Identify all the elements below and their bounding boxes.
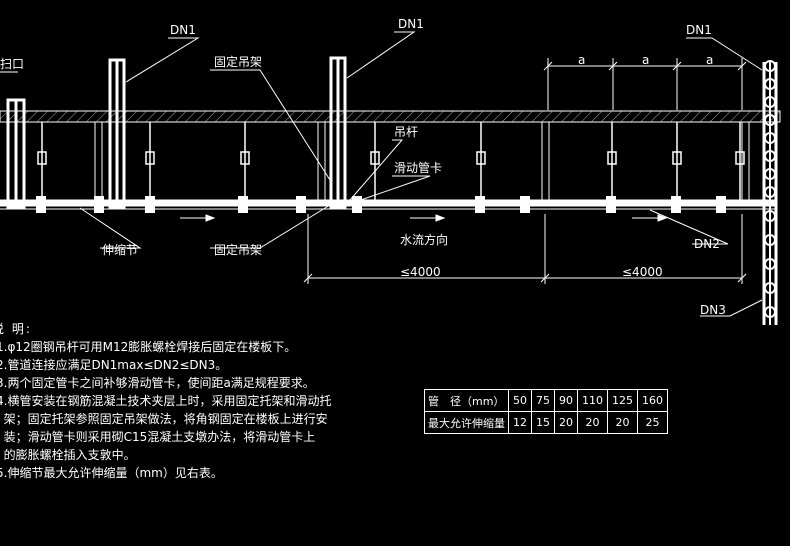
label-dn3: DN3 bbox=[700, 303, 726, 317]
table-cell: 125 bbox=[607, 389, 638, 412]
pipe-coupling bbox=[475, 196, 485, 213]
hanger-rod bbox=[672, 122, 682, 200]
flow-arrows bbox=[180, 214, 668, 222]
pipe-coupling bbox=[296, 196, 306, 213]
horizontal-pipe bbox=[0, 199, 775, 210]
label-expansion-joint: 伸缩节 bbox=[102, 242, 138, 257]
pipe-coupling bbox=[716, 196, 726, 213]
leader-lines bbox=[0, 31, 763, 317]
hanger-rod bbox=[607, 122, 617, 200]
label-flow-direction: 水流方向 bbox=[400, 232, 448, 247]
note-line: 2.管道连接应满足DN1max≤DN2≤DN3。 bbox=[0, 358, 228, 372]
cleanout-riser bbox=[6, 98, 26, 210]
dimension-lines bbox=[303, 58, 747, 284]
riser-dn1-left bbox=[108, 58, 126, 210]
label-dim-right: ≤4000 bbox=[622, 265, 663, 279]
hanger-rod bbox=[240, 122, 250, 200]
hanger-rod bbox=[37, 122, 47, 200]
table-cell: 25 bbox=[637, 411, 668, 434]
note-line: 1.φ12圈钢吊杆可用M12膨胀螺栓焊接后固定在楼板下。 bbox=[0, 340, 297, 354]
note-line: 3.两个固定管卡之间补够滑动管卡，使间距a满足规程要求。 bbox=[0, 376, 315, 390]
pipe-coupling bbox=[238, 196, 248, 213]
pipe-coupling bbox=[671, 196, 681, 213]
label-dn1-right: DN1 bbox=[686, 23, 712, 37]
fixed-hanger bbox=[541, 122, 550, 200]
note-line: 的膨胀螺栓插入支敦中。 bbox=[0, 448, 136, 462]
hanger-rod bbox=[370, 122, 380, 200]
label-spacing-a: a bbox=[578, 53, 585, 67]
fixed-hanger bbox=[317, 122, 326, 200]
pipe-couplings bbox=[36, 196, 726, 213]
pipe-coupling bbox=[36, 196, 46, 213]
table-cell: 160 bbox=[637, 389, 668, 412]
pipe-coupling bbox=[606, 196, 616, 213]
label-rod: 吊杆 bbox=[394, 125, 418, 139]
table-row: 管 径（mm） 50 75 90 110 125 160 bbox=[424, 389, 668, 412]
table-header-expansion: 最大允许伸缩量 bbox=[424, 411, 509, 434]
floor-slab bbox=[0, 110, 781, 123]
note-line: 4.横管安装在钢筋混凝土技术夹层上时，采用固定托架和滑动托 bbox=[0, 394, 332, 408]
label-dn1-left: DN1 bbox=[170, 23, 196, 37]
fixed-hanger bbox=[94, 122, 103, 200]
fixed-hanger bbox=[741, 122, 750, 200]
table-cell: 15 bbox=[531, 411, 555, 434]
pipe-coupling bbox=[352, 196, 362, 213]
table-cell: 20 bbox=[607, 411, 638, 434]
table-row: 最大允许伸缩量 12 15 20 20 20 25 bbox=[424, 411, 668, 434]
label-dn2: DN2 bbox=[694, 237, 720, 251]
table-header-diameter: 管 径（mm） bbox=[424, 389, 509, 412]
label-cleanout: 清扫口 bbox=[0, 57, 24, 71]
pipe-coupling bbox=[520, 196, 530, 213]
expansion-table: 管 径（mm） 50 75 90 110 125 160 最大允许伸缩量 12 … bbox=[424, 389, 668, 434]
table-cell: 20 bbox=[554, 411, 578, 434]
note-line: 装；滑动管卡则采用砌C15混凝土支墩办法，将滑动管卡上 bbox=[0, 430, 316, 444]
label-dim-left: ≤4000 bbox=[400, 265, 441, 279]
label-spacing-a: a bbox=[642, 53, 649, 67]
table-cell: 12 bbox=[508, 411, 532, 434]
hanger-rod bbox=[735, 122, 745, 200]
pipe-coupling bbox=[94, 196, 104, 213]
label-fixed-hanger-top: 固定吊架 bbox=[214, 54, 262, 69]
table-cell: 20 bbox=[577, 411, 608, 434]
label-dn1-middle: DN1 bbox=[398, 17, 424, 31]
hanger-rod bbox=[476, 122, 486, 200]
riser-dn1-middle bbox=[329, 56, 347, 210]
hanger-rod bbox=[145, 122, 155, 200]
hanger-rods bbox=[37, 122, 745, 200]
table-cell: 50 bbox=[508, 389, 532, 412]
label-fixed-hanger-bottom: 固定吊架 bbox=[214, 242, 262, 257]
notes-block: 说 明: 1.φ12圈钢吊杆可用M12膨胀螺栓焊接后固定在楼板下。 2.管道连接… bbox=[0, 320, 420, 482]
dn3-stack bbox=[762, 60, 778, 325]
notes-title: 说 明: bbox=[0, 322, 32, 336]
fixed-hangers bbox=[94, 122, 750, 200]
table-cell: 110 bbox=[577, 389, 608, 412]
label-spacing-a: a bbox=[706, 53, 713, 67]
pipe-coupling bbox=[145, 196, 155, 213]
note-line: 5.伸缩节最大允许伸缩量（mm）见右表。 bbox=[0, 466, 223, 480]
note-line: 架；固定托架参照固定吊架做法，将角钢固定在楼板上进行安 bbox=[0, 412, 328, 426]
label-sliding-clamp: 滑动管卡 bbox=[394, 160, 442, 175]
table-cell: 75 bbox=[531, 389, 555, 412]
table-cell: 90 bbox=[554, 389, 578, 412]
